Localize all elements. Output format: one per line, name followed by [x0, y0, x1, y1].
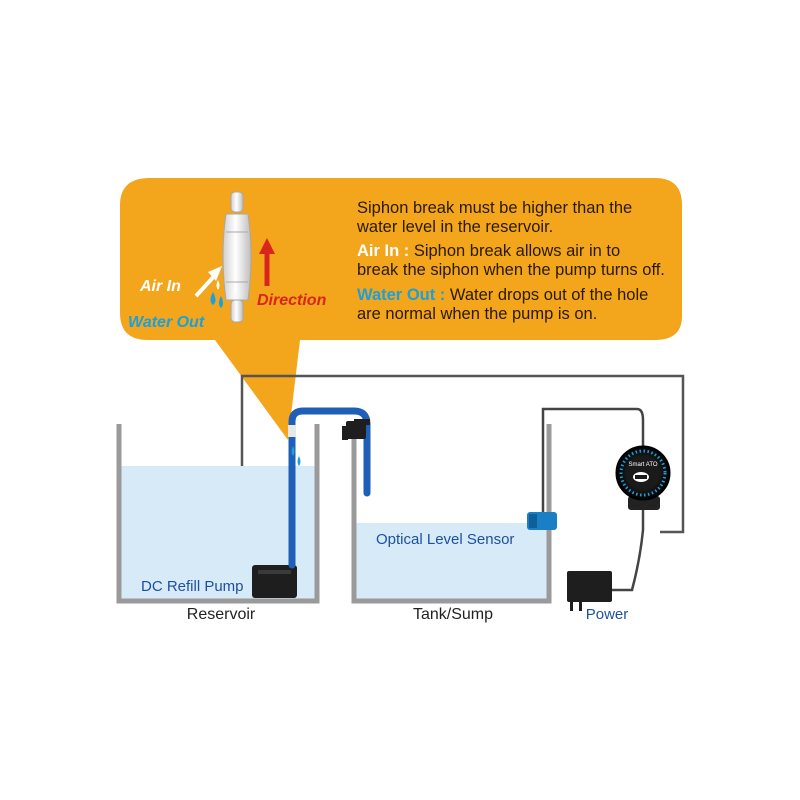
- air-in-text-1: Siphon break allows air in to: [409, 242, 620, 260]
- water-out-key: Water Out :: [357, 286, 445, 304]
- callout-line-2: water level in the reservoir.: [356, 218, 553, 236]
- smart-ato-controller: [615, 445, 671, 510]
- callout-line-1: Siphon break must be higher than the: [357, 199, 632, 217]
- fig-air-in-label: Air In: [139, 278, 181, 295]
- water-out-description: Water Out : Water drops out of the hole: [357, 286, 648, 304]
- refill-tube: [288, 407, 371, 569]
- callout-bubble: [120, 178, 682, 440]
- air-in-description: Air In : Siphon break allows air in to: [357, 242, 620, 260]
- air-in-text-2: break the siphon when the pump turns off…: [357, 261, 665, 279]
- water-out-text-1: Water drops out of the hole: [445, 286, 648, 304]
- sensor-cable: [240, 374, 685, 566]
- power-cable: [612, 510, 645, 592]
- optical-level-sensor: [527, 512, 557, 530]
- water-out-text-2: are normal when the pump is on.: [357, 305, 597, 323]
- power-label: Power: [586, 606, 629, 623]
- siphon-break-illustration: [222, 191, 252, 323]
- power-adapter: [567, 571, 612, 611]
- water-drops-icon: [210, 280, 223, 308]
- tube-clip: [342, 419, 370, 440]
- controller-cable: [541, 407, 645, 512]
- fig-water-out-label: Water Out: [128, 314, 205, 331]
- dc-refill-pump: [252, 565, 297, 598]
- tank-sump: [351, 424, 552, 604]
- pump-label: DC Refill Pump: [141, 578, 244, 595]
- air-in-key: Air In :: [357, 242, 409, 260]
- reservoir-label: Reservoir: [187, 606, 256, 623]
- controller-brand: Smart ATO: [628, 462, 657, 468]
- tank-label: Tank/Sump: [413, 606, 493, 623]
- water-drops-icon: [291, 446, 301, 466]
- air-in-arrow: [194, 266, 222, 298]
- sensor-label: Optical Level Sensor: [376, 531, 514, 548]
- fig-direction-label: Direction: [257, 292, 327, 309]
- direction-arrow: [259, 238, 275, 286]
